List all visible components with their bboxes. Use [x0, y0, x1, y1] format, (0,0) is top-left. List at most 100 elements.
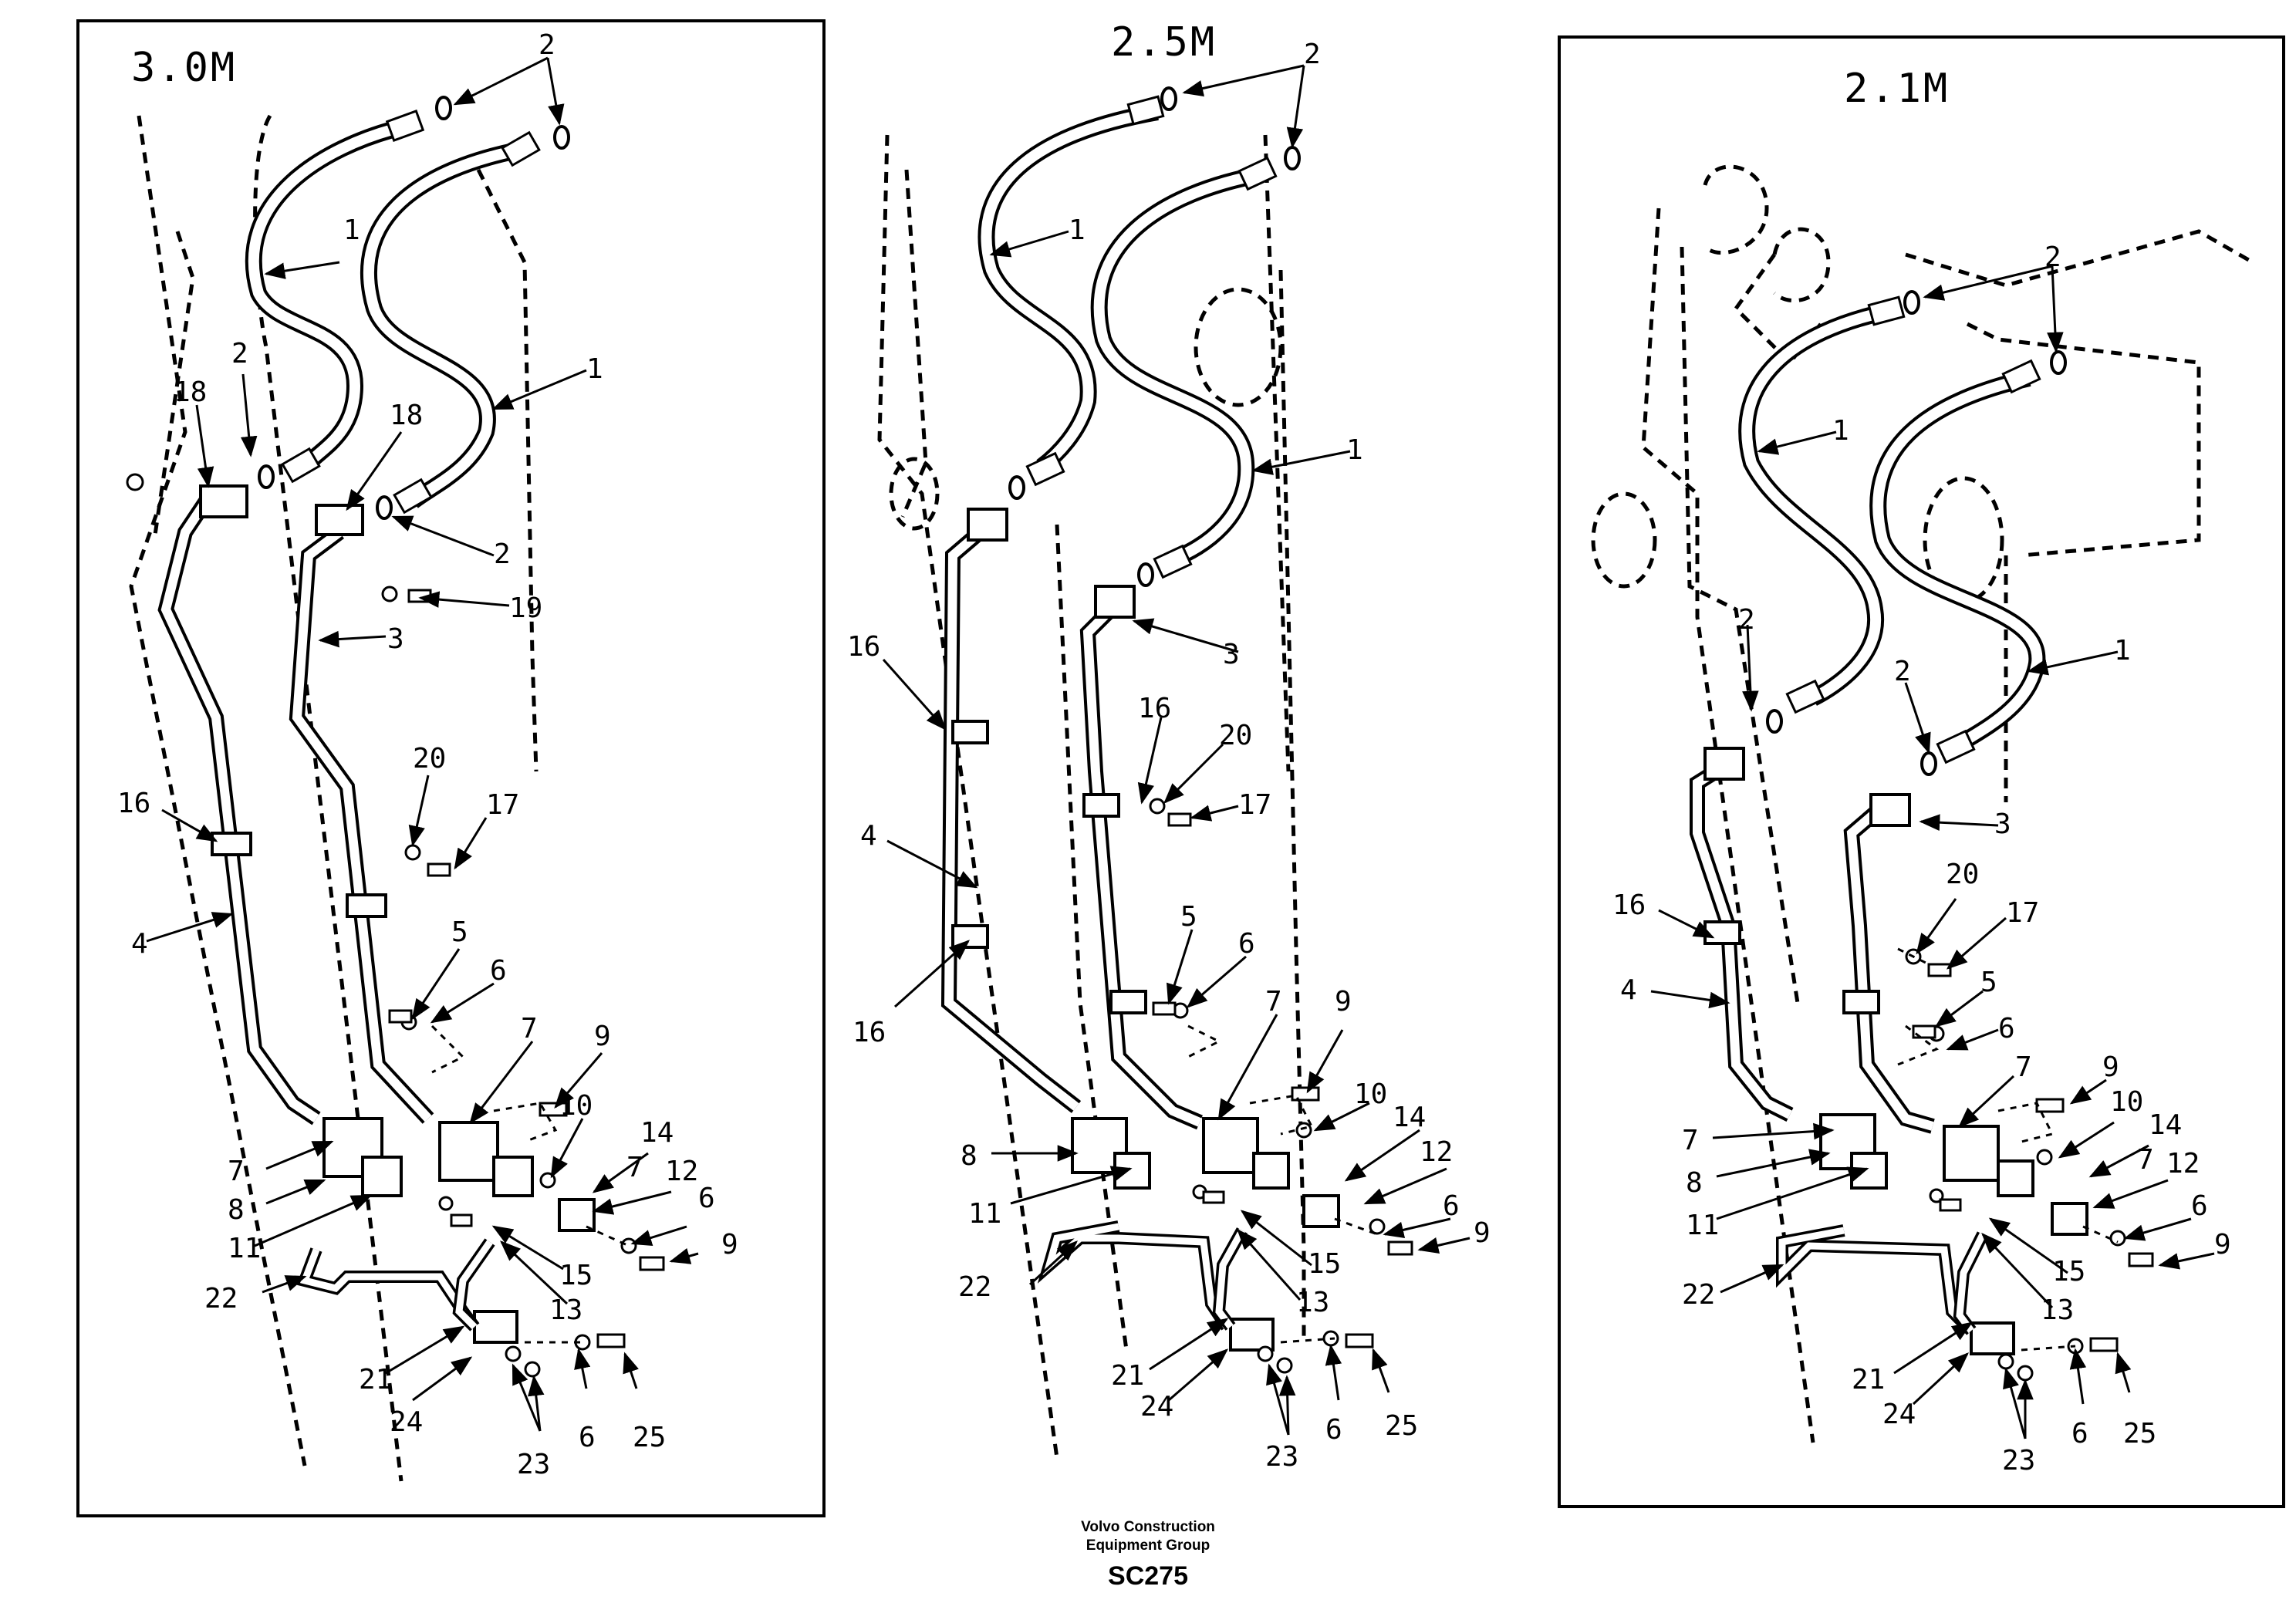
- hose-fittings: [281, 110, 541, 515]
- callout-label: 5: [451, 916, 468, 948]
- callout-label: 22: [958, 1271, 991, 1303]
- callout-label: 3: [1223, 639, 1240, 670]
- callout-label: 16: [853, 1017, 886, 1048]
- callout-label: 6: [1443, 1190, 1460, 1222]
- callout-labels: 2 1 1 2 18 18 2 19 3 20 17 16 4 5 6 7 9 …: [117, 29, 738, 1480]
- callout-label: 7: [228, 1156, 245, 1187]
- callout-label: 7: [1682, 1125, 1699, 1156]
- panel-title: 3.0M: [131, 45, 237, 91]
- callout-label: 12: [1420, 1136, 1453, 1168]
- callout-label: 7: [626, 1152, 643, 1183]
- callout-label: 16: [847, 631, 880, 663]
- callout-label: 2: [2044, 241, 2061, 273]
- callout-label: 24: [1140, 1391, 1173, 1423]
- tube-3: [1843, 804, 1935, 1134]
- panel-title: 2.5M: [1111, 19, 1217, 66]
- boom-outline: [1591, 164, 2254, 1443]
- callout-label: 2: [231, 338, 248, 370]
- o-rings: [258, 96, 570, 520]
- hose-1-left: [977, 103, 1159, 474]
- callout-label: 6: [1238, 928, 1255, 960]
- callout-label: 20: [1219, 720, 1252, 751]
- panel-2-5m: 2.5M: [847, 19, 1491, 1473]
- callout-label: 23: [517, 1449, 550, 1480]
- dashed-bolt-paths: [1187, 1024, 1378, 1344]
- callout-label: 13: [2041, 1294, 2074, 1326]
- hose-1-left: [1738, 304, 1885, 706]
- panel-frame: [1558, 35, 2285, 1508]
- callout-label: 9: [1474, 1217, 1491, 1249]
- callout-label: 21: [1111, 1360, 1144, 1392]
- callout-label: 6: [1325, 1414, 1342, 1446]
- callout-label: 1: [1346, 434, 1363, 466]
- callout-label: 18: [390, 400, 423, 431]
- callout-label: 12: [2166, 1148, 2200, 1180]
- callout-label: 2: [1738, 604, 1755, 636]
- company-name-line1: Volvo Construction: [1081, 1519, 1215, 1535]
- callout-label: 9: [721, 1229, 738, 1261]
- callout-label: 11: [1686, 1210, 1719, 1241]
- tube-22-21: [296, 1238, 495, 1331]
- hose-1-right: [1869, 370, 2046, 752]
- callout-label: 9: [594, 1021, 611, 1052]
- tube-22-21: [1037, 1220, 1248, 1331]
- callout-label: 11: [968, 1198, 1001, 1230]
- callout-label: 13: [1296, 1287, 1329, 1318]
- tube-4: [940, 526, 1082, 1113]
- callout-label: 20: [413, 743, 446, 775]
- callout-label: 3: [387, 623, 404, 655]
- callout-label: 2: [1894, 656, 1911, 687]
- callout-label: 13: [549, 1294, 582, 1326]
- callout-label: 5: [1180, 901, 1197, 933]
- callout-label: 22: [204, 1283, 238, 1315]
- callout-label: 2: [494, 538, 511, 570]
- callout-label: 6: [490, 955, 507, 987]
- callout-label: 6: [579, 1422, 596, 1453]
- callout-label: 10: [1354, 1078, 1387, 1110]
- callout-label: 7: [2137, 1144, 2154, 1176]
- callout-label: 24: [390, 1406, 423, 1438]
- dashed-bolt-paths: [1897, 947, 2119, 1352]
- callout-label: 15: [1308, 1248, 1341, 1280]
- callout-label: 17: [1238, 789, 1271, 821]
- boom-outline: [129, 114, 539, 1482]
- tube-22-21: [1776, 1224, 1989, 1335]
- callout-label: 19: [509, 592, 542, 624]
- callout-label: 9: [1335, 986, 1352, 1018]
- callout-label: 14: [2149, 1109, 2182, 1141]
- hose-fittings: [1785, 295, 2041, 764]
- callout-label: 9: [2214, 1229, 2231, 1261]
- callout-label: 22: [1682, 1279, 1715, 1311]
- callout-leaders: [882, 64, 1470, 1436]
- callout-label: 4: [131, 928, 148, 960]
- tube-4: [157, 493, 321, 1126]
- bolts-washers: [126, 473, 665, 1378]
- dashed-bolt-paths: [430, 1024, 630, 1344]
- callout-label: 20: [1946, 859, 1979, 890]
- callout-label: 17: [2006, 897, 2039, 929]
- callout-leaders: [1650, 265, 2215, 1439]
- callout-label: 4: [1620, 974, 1637, 1006]
- callout-label: 16: [1138, 693, 1171, 724]
- hose-1-right: [1090, 165, 1267, 568]
- callout-label: 21: [359, 1364, 392, 1396]
- callout-label: 2: [1304, 39, 1321, 70]
- callout-label: 8: [228, 1194, 245, 1226]
- callout-label: 15: [559, 1260, 593, 1291]
- callout-label: 1: [2114, 635, 2131, 667]
- callout-label: 7: [2015, 1051, 2032, 1083]
- hose-1-left: [245, 119, 403, 469]
- callout-label: 5: [1980, 967, 1997, 998]
- callout-label: 1: [586, 353, 603, 385]
- diagram-code: SC275: [1108, 1561, 1188, 1591]
- callout-label: 9: [2102, 1051, 2119, 1083]
- callout-label: 16: [1612, 889, 1646, 921]
- callout-label: 23: [1265, 1441, 1298, 1473]
- callout-label: 16: [117, 788, 150, 819]
- panel-frame: [76, 19, 826, 1517]
- tube-3: [289, 526, 434, 1124]
- hose-1-right: [360, 142, 519, 508]
- callout-label: 4: [860, 820, 877, 852]
- callout-label: 8: [961, 1140, 977, 1172]
